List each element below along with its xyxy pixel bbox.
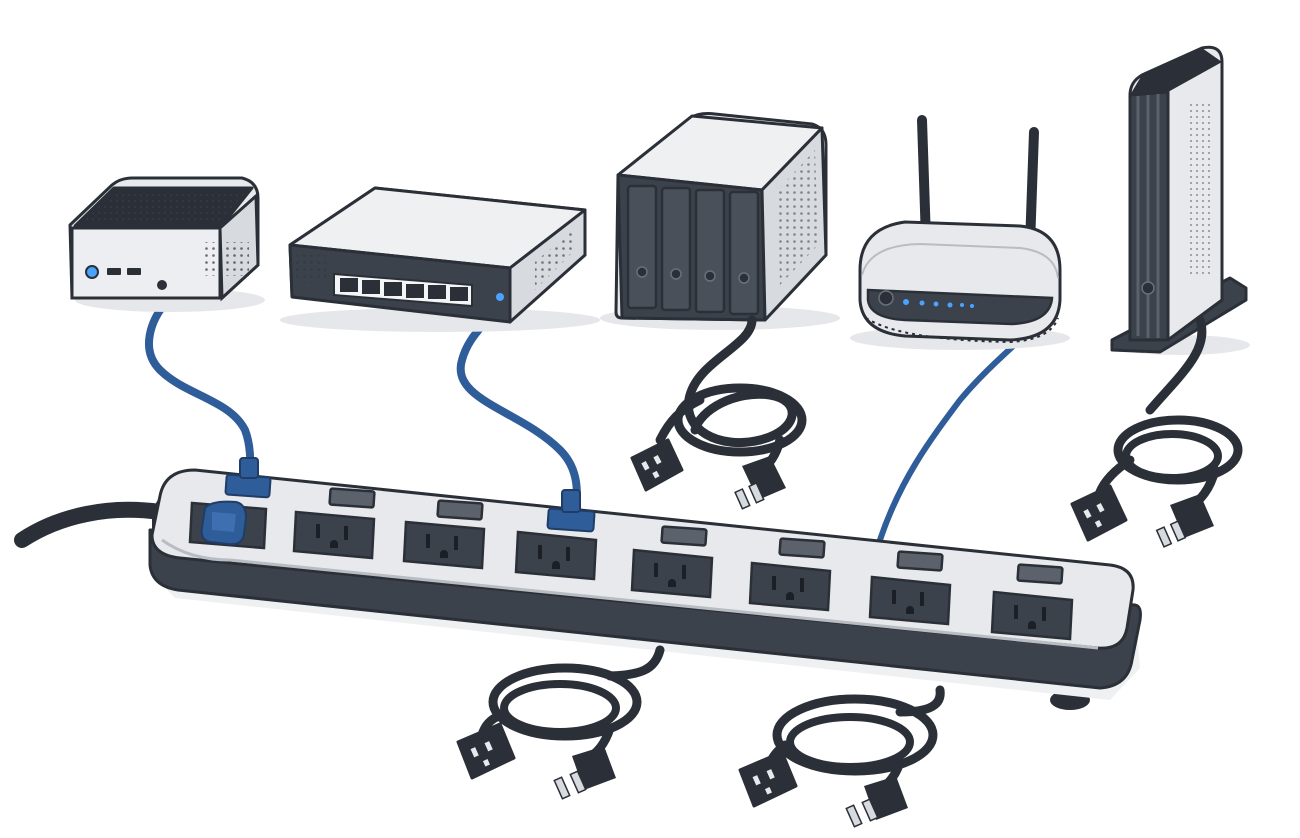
plug-icon — [734, 456, 786, 510]
mini-pc-network-cable[interactable] — [145, 296, 255, 486]
tower-modem[interactable] — [1110, 45, 1250, 355]
audio-jack-icon[interactable] — [157, 280, 167, 290]
outlet-7[interactable] — [868, 575, 952, 626]
ethernet-port-icon[interactable] — [428, 285, 446, 299]
status-led-icon — [496, 293, 504, 301]
strip-input-power-cord[interactable] — [14, 501, 168, 548]
outlet-switch-1[interactable] — [328, 487, 376, 509]
drive-bay-3[interactable] — [694, 188, 726, 314]
ethernet-port-icon[interactable] — [406, 284, 424, 298]
outlet-2[interactable] — [292, 510, 376, 560]
nas-drive-bays — [626, 184, 760, 316]
router-antenna-left — [917, 115, 931, 245]
wifi-router[interactable] — [850, 115, 1070, 350]
outlet-switch-5[interactable] — [896, 550, 944, 572]
outlet-1[interactable] — [188, 500, 268, 550]
drive-bay-2[interactable] — [660, 186, 692, 312]
power-led-icon — [85, 265, 99, 279]
mini-pc[interactable] — [68, 176, 265, 312]
router-power-button[interactable] — [878, 290, 894, 306]
router-network-cable[interactable] — [877, 327, 1033, 543]
iec-connector-icon — [1070, 484, 1128, 542]
plug-icon — [845, 776, 908, 828]
usb-port-icon[interactable] — [127, 268, 141, 275]
drive-bay-4[interactable] — [728, 190, 760, 316]
usb-port-icon[interactable] — [107, 268, 121, 275]
iec-connector-icon — [456, 722, 516, 780]
outlet-switch-2[interactable] — [436, 499, 484, 521]
nas-enclosure[interactable] — [600, 112, 840, 331]
drive-bay-1[interactable] — [626, 184, 658, 310]
outlet-8[interactable] — [990, 590, 1074, 641]
outlet-6[interactable] — [748, 561, 832, 612]
ethernet-port-icon[interactable] — [340, 278, 358, 292]
ethernet-port-icon[interactable] — [362, 280, 380, 294]
outlet-switch-4[interactable] — [778, 537, 826, 559]
outlet-5[interactable] — [630, 548, 714, 599]
nas-power-cord[interactable] — [655, 315, 807, 480]
strip-outlets — [188, 500, 1074, 641]
loose-cord-right[interactable] — [763, 685, 945, 797]
outlet-switch-6[interactable] — [1016, 563, 1064, 585]
ethernet-port-icon[interactable] — [450, 287, 468, 301]
strip-switches — [328, 487, 1064, 585]
ethernet-port-icon[interactable] — [384, 282, 402, 296]
network-plugs — [224, 457, 596, 533]
outlet-4[interactable] — [514, 530, 598, 581]
outlet-3[interactable] — [402, 520, 486, 570]
iec-connector-icon — [630, 438, 684, 492]
outlet-switch-3[interactable] — [660, 525, 708, 547]
iec-connector-icon — [738, 750, 798, 808]
plug-icon — [1155, 494, 1214, 548]
router-antenna-right — [1025, 127, 1039, 250]
network-switch[interactable] — [280, 186, 600, 332]
router-status-leds — [903, 299, 974, 308]
plug-icon — [553, 746, 616, 800]
switch-port-panel — [333, 272, 473, 308]
modem-power-button[interactable] — [1141, 281, 1155, 295]
